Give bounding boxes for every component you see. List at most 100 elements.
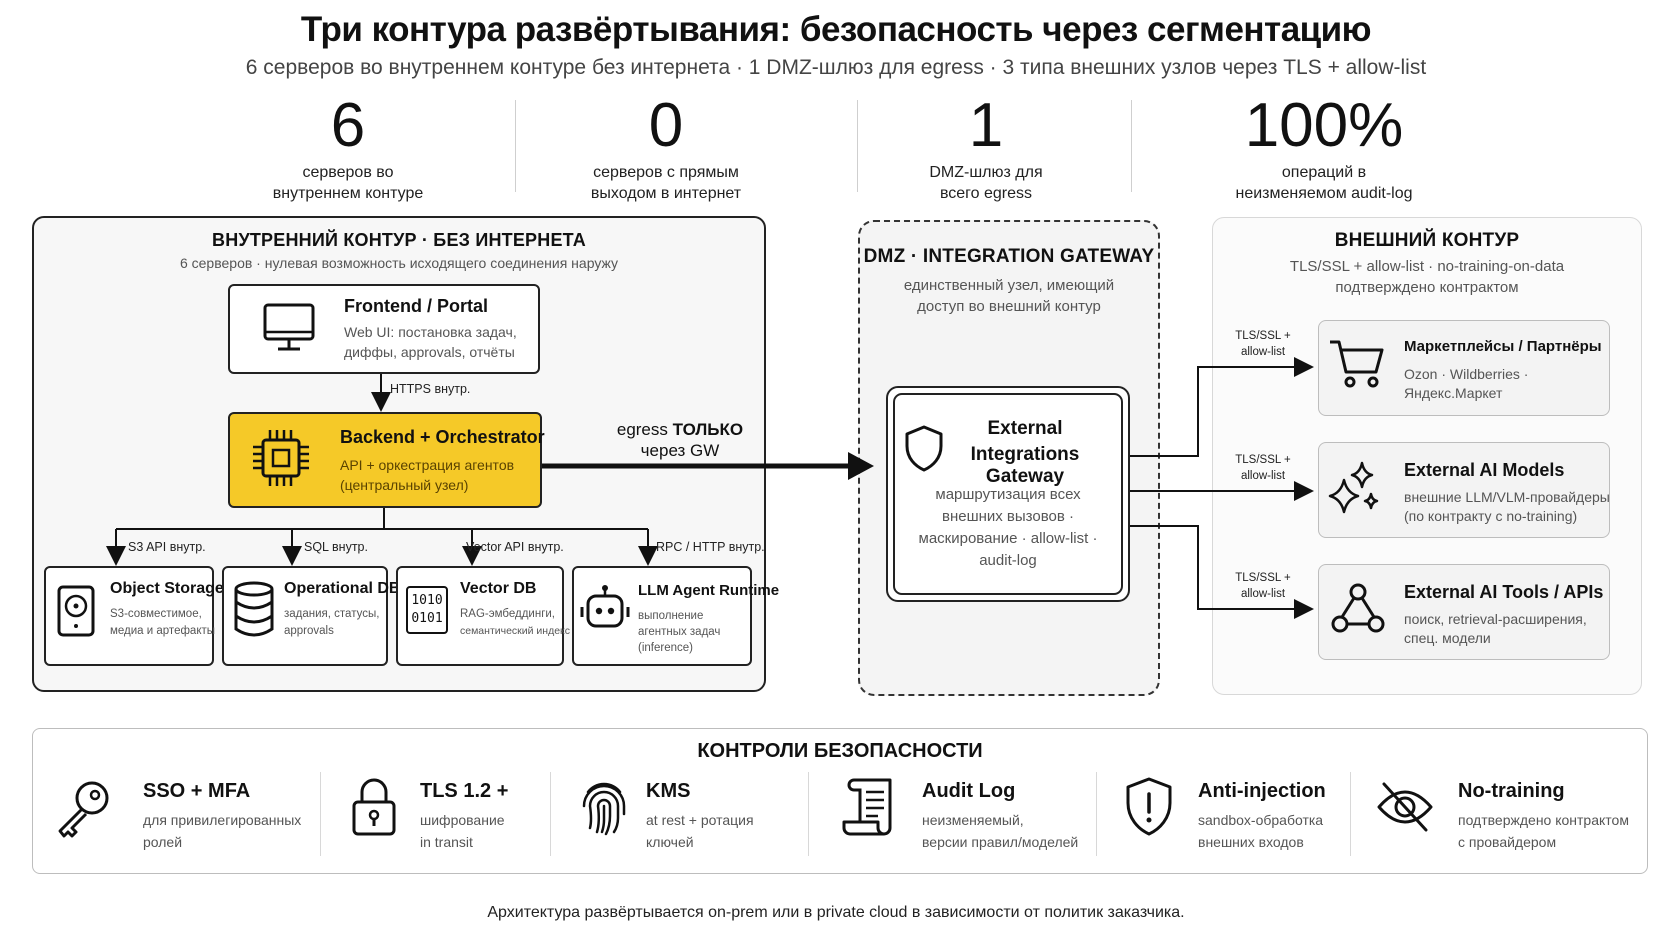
backend-orchestrator-node (228, 412, 542, 508)
stat-label-line2: всего egress (939, 185, 1033, 202)
llm-runtime-title: LLM Agent Runtime (638, 582, 780, 599)
control-divider (320, 772, 321, 856)
control-desc2: версии правил/моделей (922, 834, 1079, 850)
egress-label-prefix: egress (616, 420, 673, 439)
dmz-sub-line1: единственный узел, имеющий (903, 277, 1115, 294)
control-sso-mfa: SSO + MFA для привилегированных ролей (143, 770, 301, 866)
fingerprint-icon (582, 782, 626, 836)
stat-divider (1131, 100, 1132, 192)
external-sub-line1: TLS/SSL + allow-list · no-training-on-da… (1289, 258, 1565, 275)
stat-label-line2: выходом в интернет (590, 185, 742, 202)
scroll-icon (842, 778, 892, 836)
page-subtitle: 6 серверов во внутреннем контуре без инт… (245, 56, 1427, 79)
control-divider (1350, 772, 1351, 856)
control-title: KMS (646, 780, 691, 802)
stat-label-line1: DMZ-шлюз для (929, 164, 1043, 181)
tls-line2: allow-list (1240, 588, 1286, 600)
link-label-s3: S3 API внутр. (128, 540, 206, 554)
control-kms: KMS at rest + ротация ключей (646, 770, 754, 866)
control-desc1: неизменяемый, (922, 812, 1024, 828)
lock-icon (352, 778, 396, 836)
shopping-cart-icon (1330, 340, 1384, 388)
stat-label-line1: операций в (1281, 164, 1367, 181)
stat-value: 100% (1244, 91, 1404, 160)
key-icon (58, 781, 109, 838)
external-sub-line2: подтверждено контрактом (1335, 279, 1519, 296)
object-storage-title: Object Storage (110, 580, 224, 597)
tls-label-ai-models: TLS/SSL + allow-list (1218, 452, 1308, 484)
control-desc2: ролей (143, 834, 183, 850)
control-desc1: at rest + ротация (646, 812, 754, 828)
page-title: Три контура развёртывания: безопасность … (300, 10, 1372, 49)
control-desc1: для привилегированных (143, 812, 302, 828)
dmz-sub-line2: доступ во внешний контур (917, 298, 1101, 315)
marketplaces-title: Маркетплейсы / Партнёры (1404, 338, 1602, 355)
egress-label-bold: ТОЛЬКО (672, 420, 744, 439)
control-title: SSO + MFA (143, 780, 251, 802)
stat-label-line2: неизменяемом audit-log (1235, 185, 1413, 202)
stat-label-line1: серверов с прямым (593, 164, 739, 181)
gw-to-marketplaces (1130, 357, 1314, 457)
control-no-training: No-training подтверждено контрактом с пр… (1458, 770, 1629, 866)
control-desc2: с провайдером (1458, 834, 1557, 850)
llm-agent-runtime-node (572, 566, 752, 666)
vector-db-title: Vector DB (460, 580, 537, 597)
ai-models-node (1318, 442, 1610, 538)
marketplaces-desc1: Ozon · Wildberries · (1404, 366, 1529, 382)
control-audit-log: Audit Log неизменяемый, версии правил/мо… (922, 770, 1078, 866)
stat-value: 6 (330, 91, 366, 160)
vector-db-desc1: RAG-эмбеддинги, (460, 608, 556, 620)
ai-tools-title: External AI Tools / APIs (1404, 582, 1604, 602)
gw-to-ai-tools (1130, 525, 1314, 619)
control-desc2: внешних входов (1198, 834, 1304, 850)
llm-runtime-desc3: (inference) (638, 642, 693, 654)
sparkles-icon (1328, 461, 1379, 514)
ai-tools-desc2: спец. модели (1404, 630, 1491, 646)
stat-servers-inner: 6 серверов во внутреннем контуре (198, 92, 498, 204)
control-anti-injection: Anti-injection sandbox-обработка внешних… (1198, 770, 1326, 866)
stat-dmz-gateway: 1 DMZ-шлюз для всего egress (836, 92, 1136, 204)
inner-panel-subtitle: 6 серверов · нулевая возможность исходящ… (179, 255, 619, 271)
ai-tools-desc1: поиск, retrieval-расширения, (1404, 611, 1587, 627)
tls-line2: allow-list (1240, 470, 1286, 482)
marketplaces-desc2: Яндекс.Маркет (1404, 385, 1503, 401)
footer-note: Архитектура развёртывается on-prem или в… (487, 904, 1185, 921)
frontend-title: Frontend / Portal (344, 296, 488, 316)
control-title: TLS 1.2 + (420, 780, 509, 802)
llm-runtime-desc2: агентных задач (638, 626, 721, 638)
control-desc2: in transit (420, 834, 473, 850)
dmz-title: DMZ · INTEGRATION GATEWAY (863, 246, 1155, 267)
control-title: Audit Log (922, 780, 1016, 802)
tls-line2: allow-list (1240, 346, 1286, 358)
https-label: HTTPS внутр. (390, 382, 471, 396)
tls-line1: TLS/SSL + (1235, 454, 1291, 466)
binary-line2: 0101 (411, 611, 443, 626)
operational-db-desc1: задания, статусы, (284, 608, 380, 620)
operational-db-desc2: approvals (284, 625, 334, 637)
gateway-desc-line3: маскирование · allow-list · (918, 530, 1098, 547)
monitor-icon (263, 303, 315, 351)
ai-models-desc2: (по контракту с no-training) (1404, 508, 1578, 524)
ai-models-desc1: внешние LLM/VLM-провайдеры (1404, 489, 1610, 505)
eye-off-icon (1377, 782, 1433, 832)
backend-desc-line2: (центральный узел) (340, 477, 469, 493)
tls-label-marketplaces: TLS/SSL + allow-list (1218, 328, 1308, 360)
control-title: No-training (1458, 780, 1565, 802)
binary-line1: 1010 (411, 593, 443, 608)
backend-desc-line1: API + оркестрация агентов (340, 457, 515, 473)
external-title: ВНЕШНИЙ КОНТУР (1334, 230, 1520, 251)
object-storage-desc2: медиа и артефакты (110, 625, 216, 637)
frontend-desc-line2: диффы, approvals, отчёты (344, 344, 515, 360)
object-storage-desc1: S3-совместимое, (110, 608, 202, 620)
llm-runtime-desc1: выполнение (638, 610, 704, 622)
shield-icon (905, 425, 943, 472)
stat-divider (515, 100, 516, 192)
tls-line1: TLS/SSL + (1235, 330, 1291, 342)
vector-db-desc2: семантический индекс (460, 625, 571, 637)
control-divider (1096, 772, 1097, 856)
ai-tools-node (1318, 564, 1610, 660)
tls-line1: TLS/SSL + (1235, 572, 1291, 584)
link-label-rpc: RPC / HTTP внутр. (656, 540, 765, 554)
operational-db-title: Operational DB (284, 580, 401, 597)
